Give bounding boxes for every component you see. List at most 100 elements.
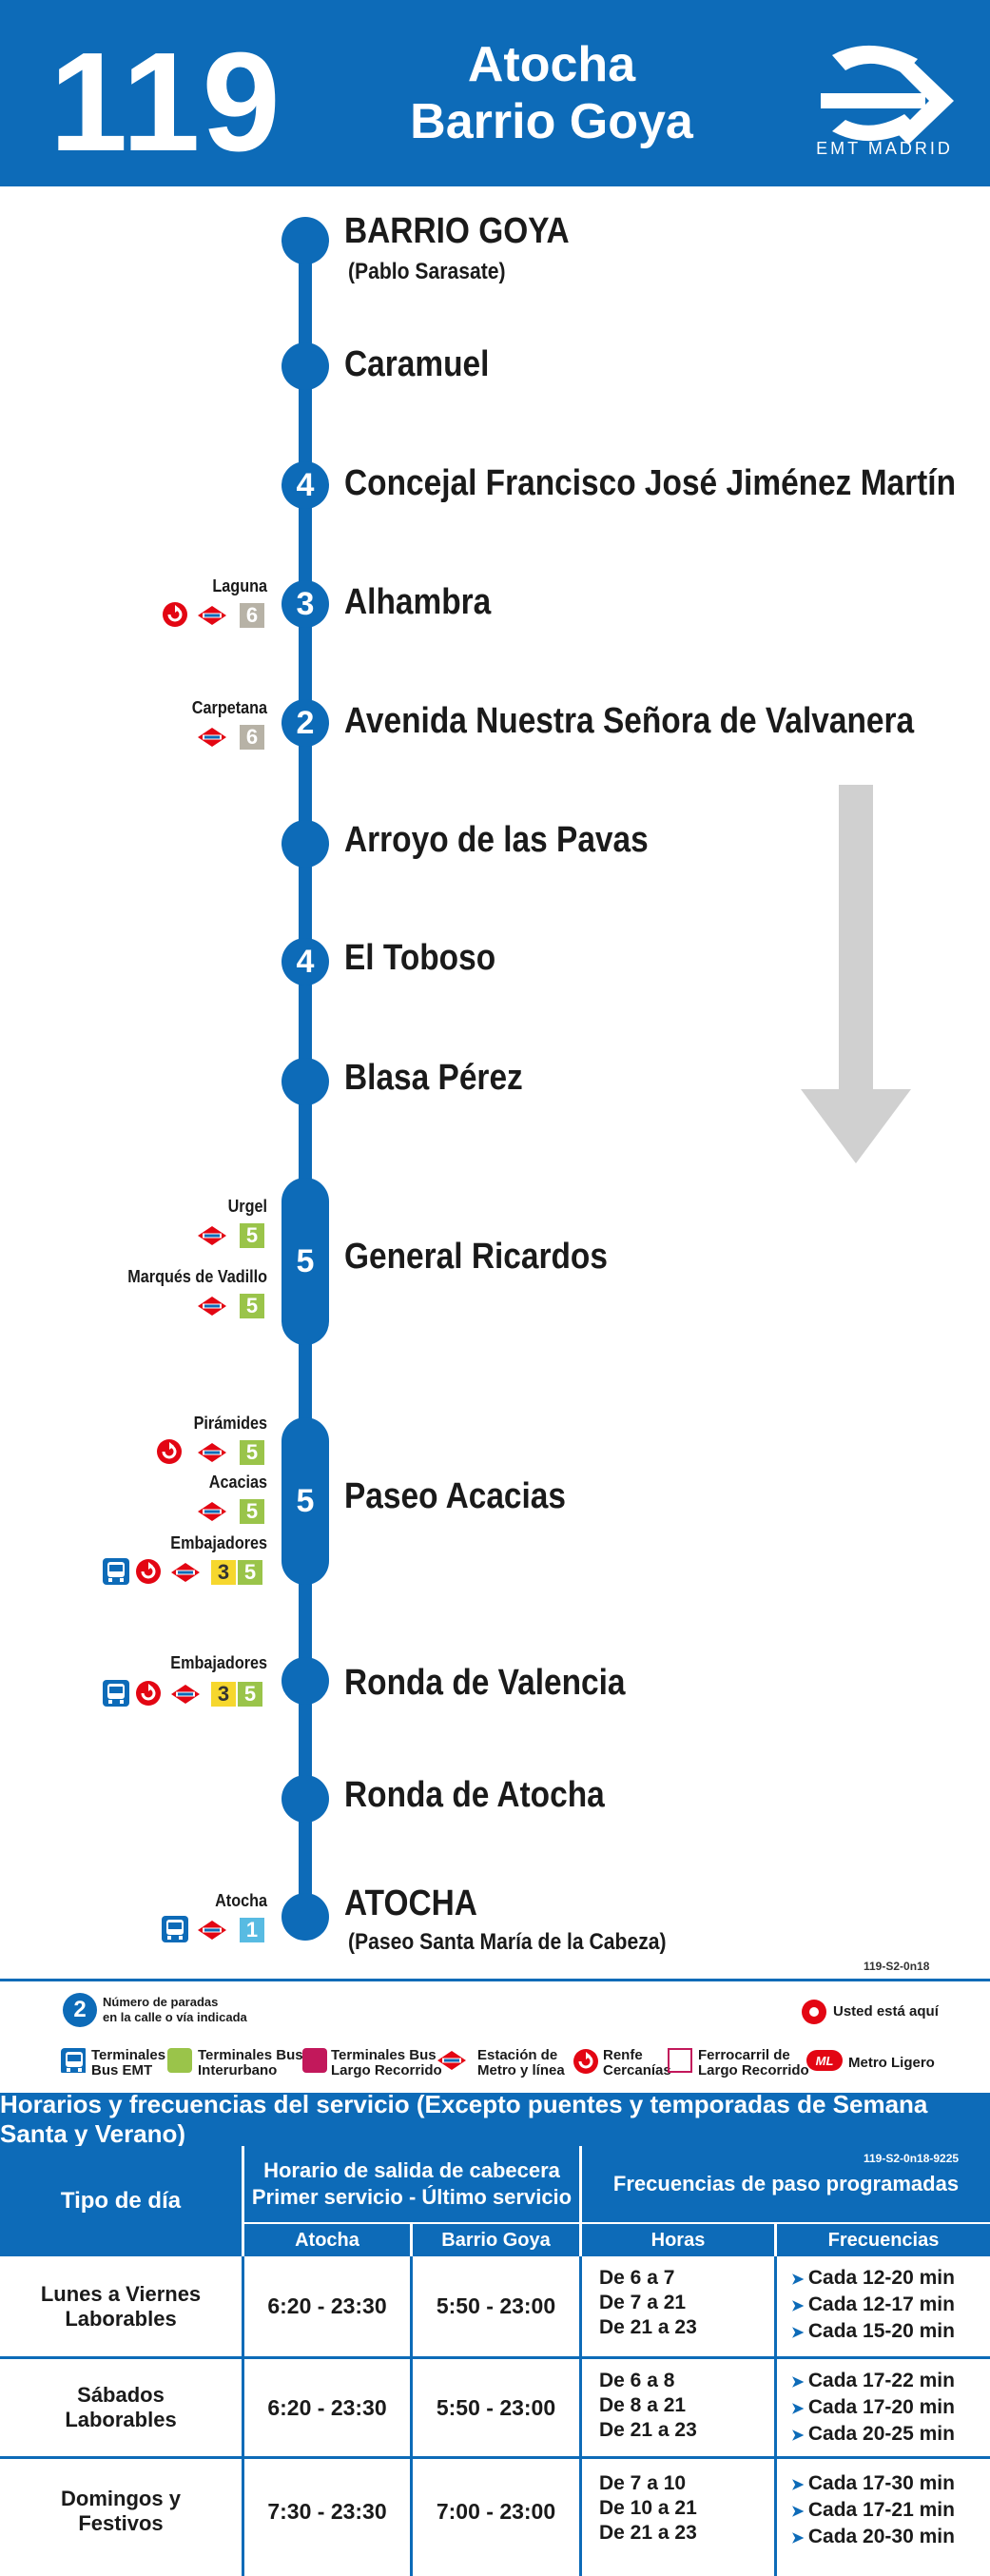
stop-name-ronda-valencia: Ronda de Valencia (344, 1663, 626, 1703)
stop-sub-barrio-goya: (Pablo Sarasate) (348, 259, 506, 284)
frequency: Cada 15-20 min (791, 2320, 955, 2342)
you-are-here-icon (802, 2000, 826, 2024)
line-badge-5: 5 (240, 1499, 264, 1524)
line-badge-5: 5 (240, 1223, 264, 1248)
legend-renfe-icon (573, 2048, 599, 2075)
row-goya: 5:50 - 23:00 (436, 2293, 556, 2318)
row-hours: De 7 a 10 De 10 a 21 De 21 a 23 (599, 2471, 697, 2546)
stop-name-concejal: Concejal Francisco José Jiménez Martín (344, 463, 957, 503)
stop-marker-ronda-valencia (281, 1657, 329, 1705)
stop-marker-paseo-acacias: 5 (281, 1417, 329, 1585)
stop-name-valvanera: Avenida Nuestra Señora de Valvanera (344, 701, 915, 741)
stop-marker-valvanera: 2 (281, 699, 329, 747)
stop-marker-caramuel (281, 342, 329, 390)
schedule-title: Horarios y frecuencias del servicio (Exc… (0, 2090, 990, 2148)
row-frequencies: Cada 17-22 min Cada 17-20 min Cada 20-25… (791, 2369, 955, 2449)
stop-marker-ronda-atocha (281, 1775, 329, 1823)
row-goya: 5:50 - 23:00 (436, 2394, 556, 2420)
stop-marker-arroyo (281, 820, 329, 868)
legend-interurbano-icon (167, 2048, 192, 2073)
legend-metro: Estación de Metro y línea (477, 2047, 565, 2078)
hour-range: De 7 a 21 (599, 2292, 687, 2313)
hour-range: De 21 a 23 (599, 2316, 697, 2338)
line-badge-6: 6 (240, 603, 264, 628)
frequency: Cada 17-21 min (791, 2499, 955, 2521)
col-line (410, 2256, 413, 2576)
metro-icon (198, 1297, 226, 1316)
stop-marker-blasa-perez (281, 1058, 329, 1105)
metro-icon (198, 606, 226, 625)
col-frecuencias-header: Frecuencias de paso programadas (582, 2146, 990, 2222)
stop-name-alhambra: Alhambra (344, 582, 492, 622)
conn-marques-vadillo: Marqués de Vadillo (127, 1267, 267, 1286)
metro-icon (198, 1443, 226, 1462)
conn-laguna: Laguna (212, 576, 267, 595)
header-col-divider (410, 2224, 413, 2256)
row-atocha: 7:30 - 23:30 (267, 2498, 387, 2524)
metro-icon (198, 728, 226, 747)
row-hours: De 6 a 7 De 7 a 21 De 21 a 23 (599, 2266, 697, 2340)
sub-goya-header: Barrio Goya (413, 2224, 579, 2256)
row-line (0, 2456, 990, 2459)
conn-piramides: Pirámides (193, 1414, 267, 1433)
line-number: 119 (49, 24, 282, 181)
renfe-icon (135, 1558, 162, 1585)
row-frequencies: Cada 12-20 min Cada 12-17 min Cada 15-20… (791, 2266, 955, 2346)
header-col-divider (579, 2146, 582, 2256)
legend-stops-count-icon: 2 (63, 1993, 97, 2027)
legend-you-are-here: Usted está aquí (833, 2003, 939, 2020)
stop-marker-toboso: 4 (281, 938, 329, 986)
hour-range: De 8 a 21 (599, 2394, 687, 2416)
bus-emt-icon (103, 1680, 129, 1707)
sub-atocha-header: Atocha (244, 2224, 410, 2256)
conn-carpetana: Carpetana (191, 698, 267, 717)
hour-range: De 21 a 23 (599, 2522, 697, 2544)
frequency: Cada 12-20 min (791, 2267, 955, 2289)
emt-logo-icon (821, 45, 954, 145)
col-horario-header: Horario de salida de cabecera Primer ser… (244, 2146, 579, 2222)
renfe-icon (135, 1680, 162, 1707)
metro-icon (198, 1502, 226, 1521)
frequency: Cada 17-20 min (791, 2396, 955, 2418)
renfe-icon (162, 601, 188, 628)
line-badge-3: 3 (211, 1560, 236, 1585)
frequency: Cada 17-22 min (791, 2370, 955, 2391)
line-badge-5: 5 (240, 1440, 264, 1465)
metro-icon (198, 1226, 226, 1245)
frequency: Cada 17-30 min (791, 2472, 955, 2494)
sub-horas-header: Horas (582, 2224, 774, 2256)
stop-name-paseo-acacias: Paseo Acacias (344, 1476, 567, 1516)
row-atocha: 6:20 - 23:30 (267, 2293, 387, 2318)
frequency: Cada 12-17 min (791, 2293, 955, 2315)
row-day: Domingos y Festivos (61, 2487, 181, 2535)
line-badge-3: 3 (211, 1682, 236, 1707)
metro-icon (198, 1921, 226, 1940)
col-line (774, 2256, 777, 2576)
conn-embajadores: Embajadores (170, 1533, 267, 1552)
legend-bus-emt-icon (61, 2048, 86, 2073)
legend-emt: Terminales Bus EMT (91, 2047, 166, 2078)
legend-renfe: Renfe Cercanías (603, 2047, 671, 2078)
frequency: Cada 20-25 min (791, 2423, 955, 2445)
route-title-line2: Barrio Goya (410, 94, 693, 149)
hour-range: De 21 a 23 (599, 2419, 697, 2441)
conn-embajadores-2: Embajadores (170, 1653, 267, 1672)
table-code: 119-S2-0n18-9225 (864, 2152, 960, 2165)
legend-largo-bus: Terminales Bus Largo Recorrido (331, 2047, 442, 2078)
stop-name-toboso: El Toboso (344, 938, 496, 978)
stop-marker-alhambra: 3 (281, 580, 329, 628)
row-line (0, 2356, 990, 2359)
conn-acacias: Acacias (208, 1473, 267, 1492)
stop-marker-concejal: 4 (281, 461, 329, 509)
renfe-icon (156, 1438, 183, 1465)
map-code: 119-S2-0n18 (864, 1960, 930, 1973)
conn-atocha: Atocha (215, 1891, 267, 1910)
line-badge-5: 5 (238, 1560, 262, 1585)
stop-name-atocha: ATOCHA (344, 1883, 477, 1923)
legend-stops-count: Número de paradas en la calle o vía indi… (103, 1995, 247, 2024)
header: 119 Atocha Barrio Goya EMT MADRID (0, 0, 990, 186)
stop-name-arroyo: Arroyo de las Pavas (344, 820, 649, 860)
hour-range: De 6 a 8 (599, 2370, 675, 2391)
metro-icon (171, 1685, 200, 1704)
hour-range: De 6 a 7 (599, 2267, 675, 2289)
